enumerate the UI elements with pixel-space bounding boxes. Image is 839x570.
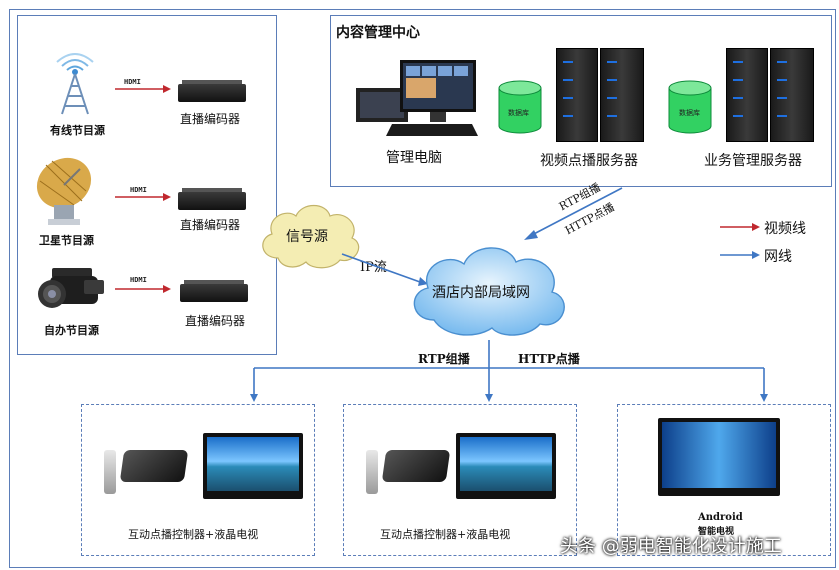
video-line-arrow-3 xyxy=(115,285,171,293)
management-pc-label: 管理电脑 xyxy=(386,150,442,166)
management-pc-icon xyxy=(356,60,478,136)
terminal-box-1 xyxy=(81,404,315,556)
terminal-label-3-line2: 智能电视 xyxy=(698,527,735,537)
signal-source-label: 信号源 xyxy=(286,229,328,245)
sources-panel xyxy=(17,15,277,355)
bottom-http-label: HTTP点播 xyxy=(518,352,580,366)
hdmi-label-2: HDMI xyxy=(130,186,147,194)
source-name-cable: 有线节目源 xyxy=(50,124,105,137)
vod-server-rack-1 xyxy=(556,48,598,142)
terminal-box-3 xyxy=(617,404,831,556)
content-center-panel xyxy=(330,15,832,187)
source-name-self: 自办节目源 xyxy=(44,324,99,337)
legend-video-line-label: 视频线 xyxy=(764,221,806,237)
video-camera-icon xyxy=(38,268,104,308)
antenna-tower-icon xyxy=(56,53,94,115)
legend-network-line-label: 网线 xyxy=(764,249,792,265)
db-label-1: 数据库 xyxy=(508,109,529,117)
terminal-label-2: 互动点播控制器+液晶电视 xyxy=(380,528,511,541)
hdmi-label-1: HDMI xyxy=(124,78,141,86)
remote-control-icon-2 xyxy=(366,450,378,494)
encoder-label-2: 直播编码器 xyxy=(180,218,241,232)
biz-server-rack-1 xyxy=(726,48,768,142)
lcd-tv-icon-1 xyxy=(203,433,303,499)
encoder-label-1: 直播编码器 xyxy=(180,112,241,126)
legend-video-line-swatch xyxy=(720,223,760,231)
source-name-satellite: 卫星节目源 xyxy=(39,234,94,247)
ip-stream-arrow xyxy=(341,253,428,286)
live-encoder-3 xyxy=(180,280,248,302)
db-label-2: 数据库 xyxy=(679,109,700,117)
terminal-label-1: 互动点播控制器+液晶电视 xyxy=(128,528,259,541)
live-encoder-1 xyxy=(178,80,246,102)
watermark: 头条 @弱电智能化设计施工 xyxy=(560,536,782,557)
vod-server-rack-2 xyxy=(600,48,644,142)
outer-frame xyxy=(9,9,836,568)
video-line-arrow-2 xyxy=(115,193,171,201)
set-top-box-icon-1 xyxy=(119,450,189,482)
vod-to-lan-arrow xyxy=(524,187,623,240)
terminal-label-3-line1: Android xyxy=(698,512,743,523)
ip-stream-label: IP流 xyxy=(360,260,387,275)
remote-control-icon-1 xyxy=(104,450,116,494)
android-smart-tv-icon xyxy=(658,418,780,496)
lcd-tv-icon-2 xyxy=(456,433,556,499)
biz-server-label: 业务管理服务器 xyxy=(704,153,802,169)
bottom-rtp-label: RTP组播 xyxy=(418,352,470,366)
hotel-lan-cloud xyxy=(413,247,565,336)
vod-server-label: 视频点播服务器 xyxy=(540,153,638,169)
database-icon-2 xyxy=(668,80,712,134)
live-encoder-2 xyxy=(178,188,246,210)
hdmi-label-3: HDMI xyxy=(130,276,147,284)
hotel-lan-label: 酒店内部局域网 xyxy=(432,285,530,301)
video-line-arrow-1 xyxy=(115,85,171,93)
legend-network-line-swatch xyxy=(720,251,760,259)
database-icon-1 xyxy=(498,80,542,134)
encoder-label-3: 直播编码器 xyxy=(185,314,246,328)
set-top-box-icon-2 xyxy=(381,450,451,482)
terminal-box-2 xyxy=(343,404,577,556)
satellite-dish-icon xyxy=(36,157,92,225)
content-center-title: 内容管理中心 xyxy=(336,25,420,41)
biz-server-rack-2 xyxy=(770,48,814,142)
signal-source-cloud xyxy=(262,204,360,269)
